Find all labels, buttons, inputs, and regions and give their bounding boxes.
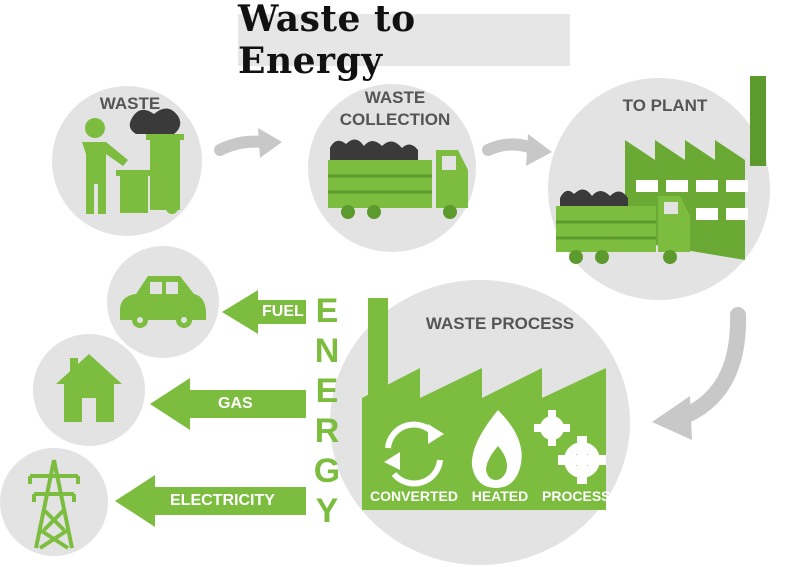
power-tower-icon xyxy=(28,459,80,550)
garbage-truck-icon xyxy=(328,139,468,219)
title-banner: Waste to Energy xyxy=(238,0,570,82)
fuel-arrow[interactable] xyxy=(222,290,306,334)
step-heated-label: HEATED xyxy=(471,488,529,504)
step-processed-label: PROCESSED xyxy=(542,488,630,504)
gas-arrow[interactable] xyxy=(150,378,306,430)
waste-label: WASTE xyxy=(99,94,161,113)
energy-letter-g: G xyxy=(313,452,341,490)
energy-letter-r: R xyxy=(314,412,340,450)
collection-label-line1: WASTE xyxy=(364,88,426,107)
flow-arrow-2 xyxy=(482,134,552,166)
flame-icon xyxy=(471,410,522,488)
energy-letter-e2: E xyxy=(315,372,339,410)
to-plant-label: TO PLANT xyxy=(622,96,708,115)
energy-letter-e1: E xyxy=(315,292,339,330)
recycle-icon xyxy=(384,421,444,487)
electricity-label: ELECTRICITY xyxy=(170,492,275,509)
step-converted-label: CONVERTED xyxy=(370,488,458,504)
person-throwing-trash-icon xyxy=(82,108,184,214)
electricity-arrow[interactable] xyxy=(115,475,306,527)
energy-letter-n: N xyxy=(314,332,340,370)
gas-label: GAS xyxy=(218,395,253,412)
flow-arrow-1 xyxy=(214,128,282,158)
energy-letter-y: Y xyxy=(315,492,339,530)
waste-process-label: WASTE PROCESS xyxy=(425,314,575,333)
flow-arrow-3 xyxy=(652,307,747,440)
house-icon xyxy=(56,354,122,422)
gears-icon xyxy=(534,410,606,484)
plant-truck-icon xyxy=(556,189,690,264)
fuel-label: FUEL xyxy=(262,303,304,320)
page-title: Waste to Energy xyxy=(238,0,416,82)
collection-label-line2: COLLECTION xyxy=(339,110,451,129)
car-icon xyxy=(120,276,206,328)
